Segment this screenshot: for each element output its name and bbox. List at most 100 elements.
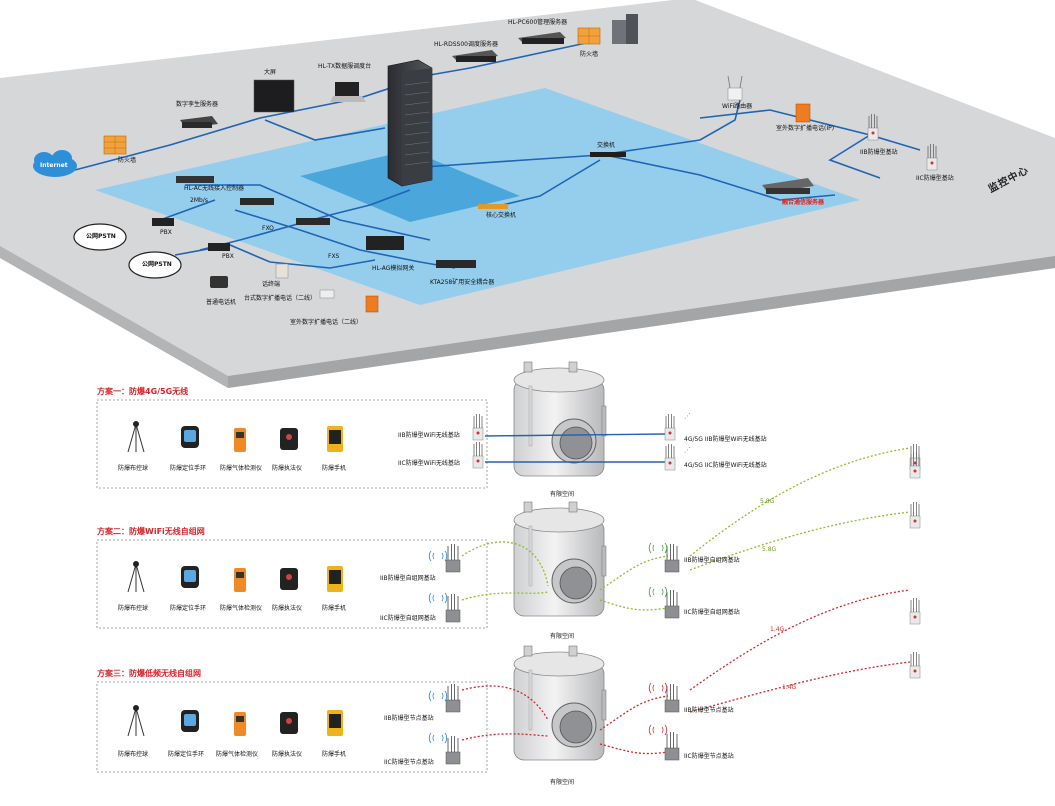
scheme-2-left-node-1: IIB防爆型自组网基站	[380, 575, 436, 582]
terminal-devices	[127, 421, 344, 737]
label-digital-twin: 数字孪生服务器	[176, 101, 219, 108]
scheme-1-left-node-1: IIB防爆型WiFi无线基站	[398, 432, 460, 439]
label-desk-phone: 台式数字扩播电话（二线）	[244, 295, 317, 302]
scheme-3-device-5: 防爆手机	[322, 751, 347, 758]
rdss-server-icon	[452, 50, 498, 62]
scheme-2-links	[461, 447, 911, 611]
label-fxo: FXO	[262, 225, 274, 232]
label-outdoor-ip-phone: 室外数字扩播电话(IP)	[776, 125, 835, 132]
desk-phone-icon	[319, 289, 335, 299]
scheme-1-device-2: 防爆定位手环	[170, 465, 207, 472]
wifi-router-icon	[727, 75, 743, 101]
confined-space-vessel-3	[513, 645, 607, 761]
scheme-3-right-node-1: IIB防爆型节点基站	[684, 707, 734, 714]
scheme-2-device-3: 防爆气体检测仪	[220, 605, 263, 612]
label-telephone: 普通电话机	[206, 299, 237, 306]
scheme-2-right-node-2: IIC防爆型自组网基站	[684, 609, 740, 616]
scheme-3-left-node-2: IIC防爆型节点基站	[384, 759, 434, 766]
ip-terminal-icon	[275, 263, 289, 279]
pc600-server-icon	[518, 32, 566, 44]
scheme-2-box	[96, 539, 488, 629]
rg-gateway-icon	[296, 218, 330, 225]
scheme-2-device-2: 防爆定位手环	[170, 605, 207, 612]
server-cabinet-icon	[387, 59, 433, 187]
scheme-1-right-node-2: 4G/5G IIC防爆型WiFi无线基站	[684, 462, 767, 469]
scheme-1-left-node-2: IIC防爆型WiFi无线基站	[398, 460, 460, 467]
scheme-3-device-2: 防爆定位手环	[168, 751, 205, 758]
ac-gateway-icon	[176, 176, 214, 183]
label-ac-gateway: HL-AC无线接入控制器	[184, 185, 244, 192]
label-firewall-left: 防火墙	[118, 157, 137, 164]
scheme-1-box	[96, 399, 488, 489]
kta-coupler-icon	[436, 260, 476, 268]
label-pstn-1: 公网PSTN	[86, 233, 116, 240]
digital-twin-server-icon	[180, 116, 218, 128]
label-pc600: HL-PC600管理服务器	[508, 19, 568, 26]
label-outdoor-phone-2wire: 室外数字扩播电话（二线）	[290, 319, 363, 326]
label-dispatch-desk: HL-TX数据服调度台	[318, 63, 372, 70]
label-iic-base: IIC防爆型基站	[916, 175, 954, 182]
label-iib-base: IIB防爆型基站	[860, 149, 898, 156]
gas-detector-icon	[234, 428, 246, 452]
scheme-3-band-2: 1.4G	[782, 684, 797, 691]
scheme-3-links	[461, 589, 911, 755]
label-core-switch: 核心交换机	[486, 212, 517, 219]
scheme-1-device-3: 防爆气体检测仪	[220, 465, 263, 472]
svg-text:⋰: ⋰	[684, 446, 691, 454]
scheme-2-nodes	[428, 451, 921, 623]
scheme-3-device-1: 防爆布控球	[118, 751, 149, 758]
scheme-1-device-1: 防爆布控球	[118, 465, 149, 472]
firewall-left-icon	[103, 135, 127, 155]
body-camera-icon	[280, 428, 298, 450]
dispatch-desk-icon	[330, 82, 366, 102]
label-rate: 2Mb/s	[190, 197, 208, 204]
scheme-2-device-1: 防爆布控球	[118, 605, 149, 612]
scheme-3-vessel-label: 有限空间	[550, 779, 575, 786]
label-pstn-2: 公网PSTN	[142, 261, 172, 268]
label-wifi-router: WiFi路由器	[722, 103, 753, 110]
label-firewall-right: 防火墙	[580, 51, 599, 58]
scheme-1-right-node-1: 4G/5G IIB防爆型WiFi无线基站	[684, 436, 767, 443]
internet-building-icon	[612, 14, 638, 44]
label-pbx-2: PBX	[222, 253, 234, 260]
scheme-1-vessel-label: 有限空间	[550, 491, 575, 498]
firewall-right-icon	[577, 27, 601, 45]
svg-text:⋰: ⋰	[684, 412, 691, 420]
fusion-server-icon	[762, 178, 814, 194]
scheme-2-device-4: 防爆执法仪	[272, 605, 303, 612]
scheme-2-band-2: 5.8G	[762, 546, 777, 553]
big-screen-icon	[253, 79, 295, 113]
pstn-cloud-2-icon	[128, 251, 182, 279]
label-ip-terminal: 话终端	[262, 281, 281, 288]
scheme-2-left-node-2: IIC防爆型自组网基站	[380, 615, 436, 622]
label-big-screen: 大屏	[264, 69, 277, 76]
scheme-2-title: 方案二：防爆WiFi无线自组网	[97, 527, 205, 536]
label-ag-gateway: HL-AG模拟网关	[372, 265, 415, 272]
positioning-wristband-icon	[181, 426, 199, 448]
scheme-1-title: 方案一：防爆4G/5G无线	[97, 387, 189, 396]
scheme-3-device-4: 防爆执法仪	[272, 751, 303, 758]
internet-cloud-icon	[33, 150, 77, 177]
label-pbx-1: PBX	[160, 229, 172, 236]
core-switch-icon	[478, 204, 508, 209]
outdoor-ip-phone-icon	[795, 103, 811, 123]
scheme-3-title: 方案三：防爆低频无线自组网	[97, 669, 201, 678]
scheme-1-links	[484, 433, 666, 463]
label-internet: Internet	[40, 162, 68, 169]
pstn-cloud-1-icon	[73, 223, 127, 251]
scheme-1-device-4: 防爆执法仪	[272, 465, 303, 472]
pbx-1-icon	[152, 218, 174, 226]
label-fxs: FXS	[328, 253, 340, 260]
scheme-2-right-node-1: IIB防爆型自组网基站	[684, 557, 740, 564]
scheme-2-band-1: 5.8G	[760, 498, 775, 505]
scheme-3-nodes	[428, 597, 921, 765]
label-switch: 交换机	[597, 142, 616, 149]
scheme-3-band-1: 1.4G	[770, 626, 785, 633]
switch-icon	[590, 152, 626, 157]
data-center-zone	[95, 88, 860, 305]
label-kta-coupler: KTA258矿用安全耦合器	[430, 279, 495, 286]
pbx-2-icon	[208, 243, 230, 251]
ag-gateway-icon	[366, 236, 404, 250]
scheme-3-right-node-2: IIC防爆型节点基站	[684, 753, 734, 760]
label-fusion-server: 融合通信服务器	[782, 199, 825, 206]
